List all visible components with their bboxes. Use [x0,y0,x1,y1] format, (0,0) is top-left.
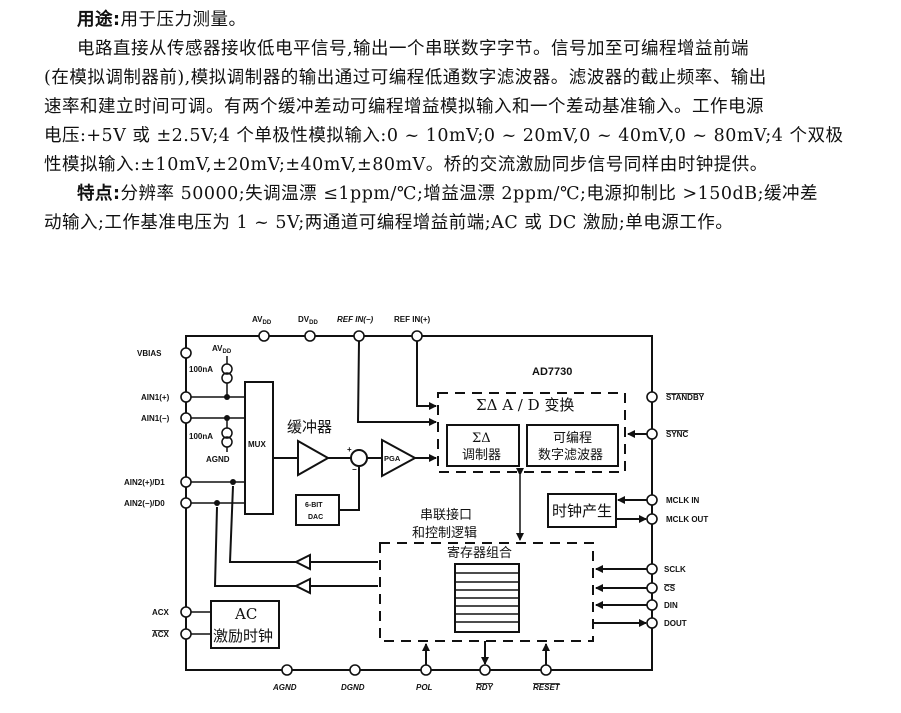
pin-dvdd: DVDD [298,315,318,342]
current-source-bottom-value: 100nA [189,432,213,441]
pin-sclk: SCLK [646,563,686,575]
pin-label-ref-in-plus: REF IN(+) [394,315,431,324]
modulator-block: ΣΔ 调制器 [446,424,520,467]
document-text: 用途:用于压力测量。 电路直接从传感器接收低电平信号,输出一个串联数字字节。信号… [44,6,884,238]
feedback-buffer-d0 [293,577,311,595]
current-source-top: AVDD 100nA [189,344,233,397]
dac-label-line2: DAC [308,514,323,521]
digital-filter-block: 可编程 数字滤波器 [526,424,619,467]
modulator-label-line1: ΣΔ [472,431,491,446]
pin-label-mclk-in: MCLK IN [666,496,700,505]
pin-label-acx: ACX [152,608,170,617]
pin-label-agnd: AGND [272,683,297,692]
buffer-amplifier [297,439,331,477]
pin-label-dvdd: DVDD [298,315,318,326]
pin-label-ain1-plus: AIN1(+) [141,393,170,402]
features-line: 动输入;工作基准电压为 1 ~ 5V;两通道可编程增益前端;AC 或 DC 激励… [44,213,734,233]
pin-mclk-out: MCLK OUT [646,513,708,525]
dac-block: 6-BIT DAC [295,494,340,526]
current-source-avdd-label: AVDD [212,344,232,355]
description-line: 速率和建立时间可调。有两个缓冲差动可编程增益模拟输入和一个差动基准输入。工作电源 [44,97,764,117]
pin-ain1-plus: AIN1(+) [141,391,192,403]
pin-label-ref-in-minus: REF IN(−) [337,315,374,324]
ac-label-line2: 激励时钟 [213,627,273,645]
pin-label-sync: SYNC [666,430,688,439]
usage-text: 用于压力测量。 [120,10,247,30]
serial-control-block: 寄存器组合 [379,542,594,642]
pin-acx: ACX [152,606,192,618]
pin-label-reset: RESET [533,683,561,692]
ac-label-line1: AC [234,605,257,623]
modulator-label-line2: 调制器 [462,448,501,463]
summing-junction: + − [347,445,368,474]
filter-label-line2: 数字滤波器 [538,448,603,463]
pin-agnd: AGND [272,664,297,692]
features-line: 特点:分辨率 50000;失调温漂 ≤1ppm/℃;增益温漂 2ppm/℃;电源… [44,180,884,209]
pin-din: DIN [646,599,678,611]
register-bank-label: 寄存器组合 [447,545,512,561]
pin-label-mclk-out: MCLK OUT [666,515,708,524]
current-source-agnd-label: AGND [206,455,230,464]
pin-label-standby: STANDBY [666,393,705,402]
description-line: 性模拟输入:±10mV,±20mV;±40mV,±80mV。桥的交流激励同步信号… [44,155,768,175]
dac-label-line1: 6-BIT [305,502,323,509]
pin-label-dgnd: DGND [341,683,365,692]
serial-interface-label-line2: 和控制逻辑 [412,526,477,541]
feedback-buffer-d1 [293,553,311,571]
description-line: 电路直接从传感器接收低电平信号,输出一个串联数字字节。信号加至可编程增益前端 [77,39,750,59]
pin-label-ain1-minus: AIN1(−) [141,414,170,423]
mux-label: MUX [248,440,266,449]
filter-label-line1: 可编程 [553,431,592,446]
pin-label-dout: DOUT [664,619,687,628]
usage-line: 用途:用于压力测量。 [44,6,884,35]
pin-acx-bar: ACX [152,628,192,640]
pin-ain2-plus: AIN2(+)/D1 [124,476,192,488]
adc-block: ΣΔ A / D 变换 ΣΔ 调制器 可编程 数字滤波器 [437,392,626,473]
pin-label-vbias: VBIAS [137,349,162,358]
adc-title: ΣΔ A / D 变换 [476,396,574,414]
pin-standby: STANDBY [646,391,705,403]
pin-avdd: AVDD [252,315,272,342]
clock-generator-block: 时钟产生 [547,493,617,528]
usage-label: 用途: [77,10,121,30]
features-text: 分辨率 50000;失调温漂 ≤1ppm/℃;增益温漂 2ppm/℃;电源抑制比… [120,184,819,204]
pin-dgnd: DGND [341,664,365,692]
register-bank [454,563,520,633]
pin-vbias: VBIAS [137,347,192,359]
pin-ref-in-minus: REF IN(−) [337,315,374,342]
pga-amplifier: PGA [381,438,418,478]
pin-label-acx-bar: ACX [152,630,170,639]
features-label: 特点: [77,184,121,204]
description-line: (在模拟调制器前),模拟调制器的输出通过可编程低通数字滤波器。滤波器的截止频率、… [44,68,767,88]
pin-ain2-minus: AIN2(−)/D0 [124,497,192,509]
pin-label-sclk: SCLK [664,565,686,574]
pin-label-ain2-plus: AIN2(+)/D1 [124,478,165,487]
chip-name: AD7730 [532,366,572,378]
current-source-top-value: 100nA [189,365,213,374]
clock-gen-label: 时钟产生 [552,502,612,520]
pin-label-cs: CS [664,584,676,593]
pin-label-ain2-minus: AIN2(−)/D0 [124,499,165,508]
description-line: 电压:+5V 或 ±2.5V;4 个单极性模拟输入:0 ~ 10mV;0 ~ 2… [44,126,844,146]
pin-label-din: DIN [664,601,678,610]
ac-excitation-block: AC 激励时钟 [210,600,280,649]
pin-label-rdy: RDY [476,683,494,692]
pga-label: PGA [384,454,401,463]
current-source-bottom: 100nA AGND [189,418,233,464]
mux-block: MUX [244,381,274,515]
plus-sign: + [347,445,352,454]
pin-ref-in-plus: REF IN(+) [394,315,431,342]
minus-sign: − [352,465,357,474]
pin-dout: DOUT [646,617,687,629]
pin-sync: SYNC [646,428,688,440]
pin-rdy: RDY [476,664,494,692]
pin-ain1-minus: AIN1(−) [141,412,192,424]
pin-label-pol: POL [416,683,433,692]
pin-mclk-in: MCLK IN [646,494,700,506]
buffer-label: 缓冲器 [287,418,332,436]
pin-cs: CS [646,582,676,594]
serial-interface-label-line1: 串联接口 [420,507,472,523]
pin-label-avdd: AVDD [252,315,272,326]
